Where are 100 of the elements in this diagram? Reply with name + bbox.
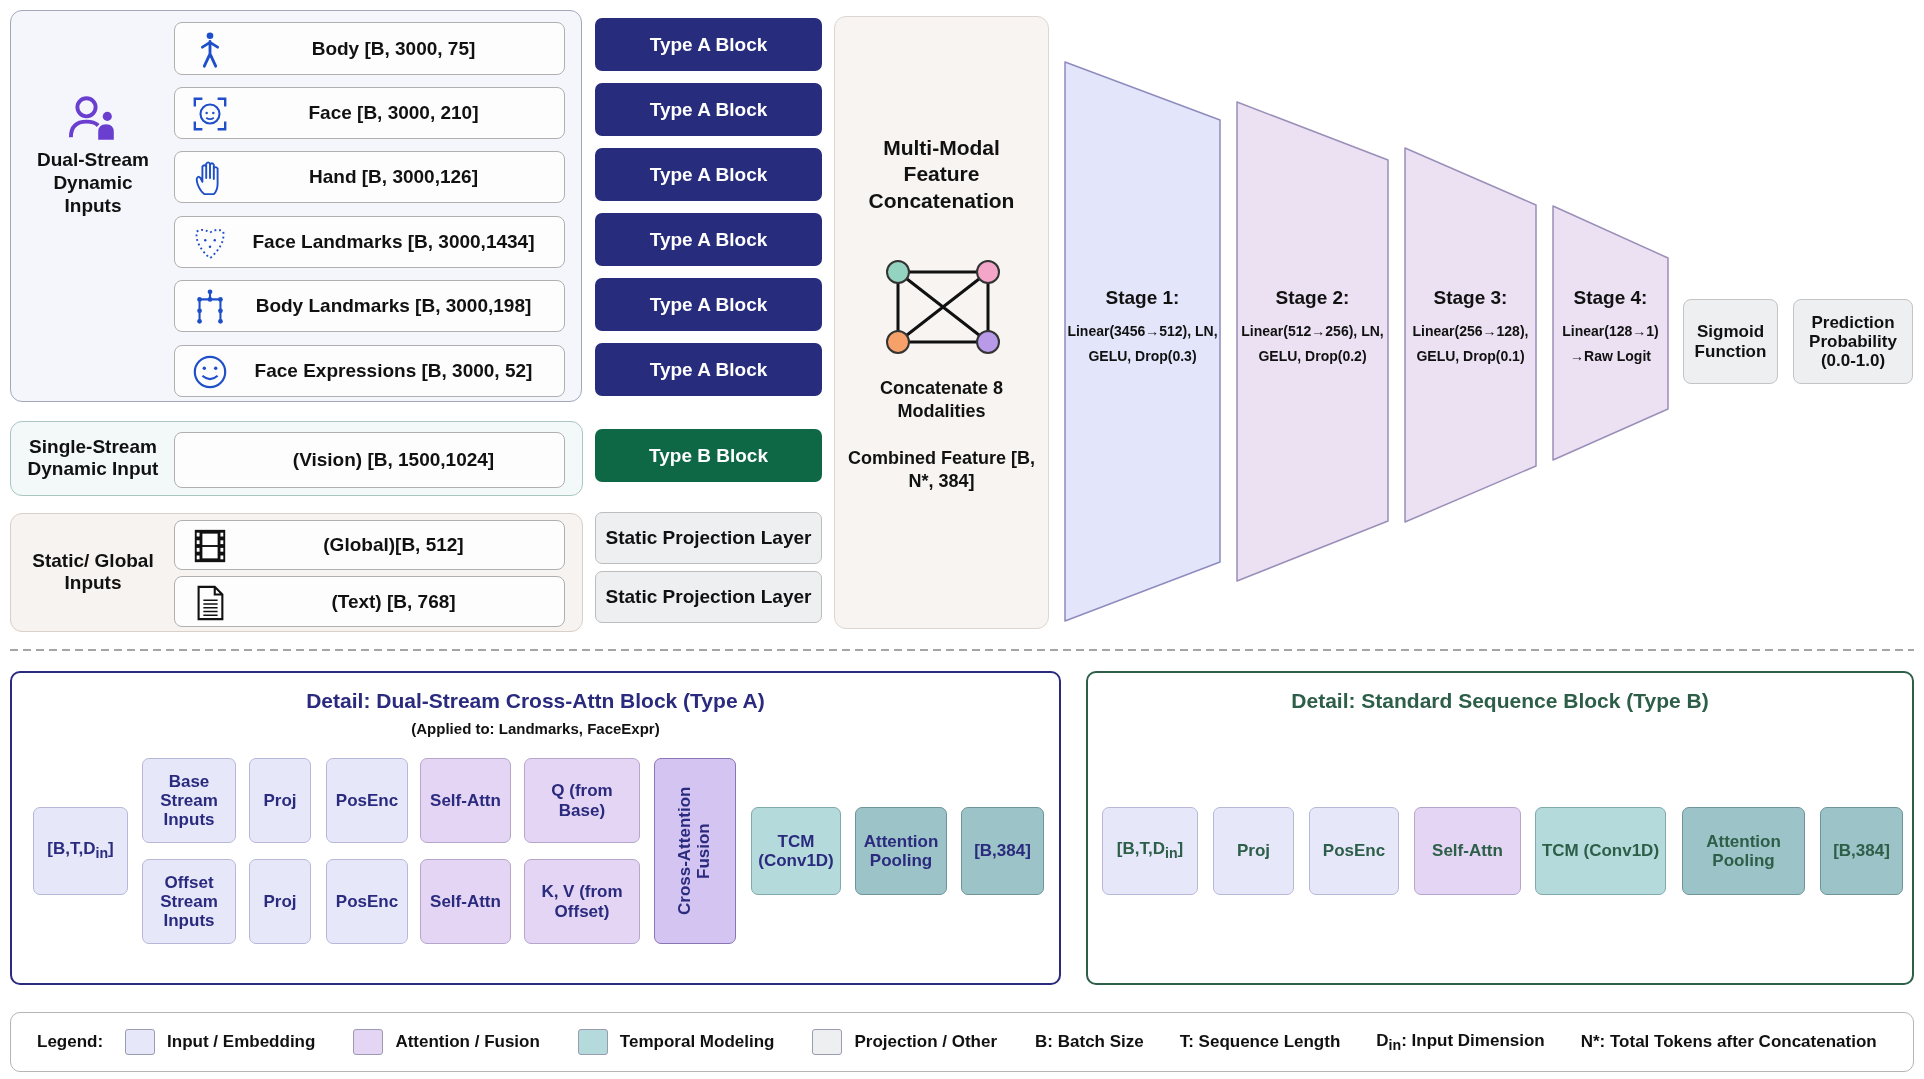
node-label: Type A Block <box>649 293 768 316</box>
input-box <box>174 432 565 488</box>
node-label: Type A Block <box>649 358 768 381</box>
node-label: Proj <box>263 892 297 911</box>
node-label: PosEnc <box>335 791 399 810</box>
block-box <box>595 18 822 71</box>
node-label: Multi-Modal Feature Concatenation <box>867 135 1016 214</box>
process-box <box>855 807 947 895</box>
node-label: Base Stream Inputs <box>159 771 219 830</box>
node-label: Linear(512→256), LN, GELU, Drop(0.2) <box>1240 322 1385 366</box>
node-label: Stage 3: <box>1432 287 1509 309</box>
legend-label: Projection / Other <box>854 1032 998 1052</box>
process-box <box>420 859 511 944</box>
block-box <box>595 343 822 396</box>
group-panel <box>10 421 583 496</box>
node-label: Type A Block <box>649 98 768 121</box>
process-box <box>249 758 311 843</box>
node-label: Face [B, 3000, 210] <box>308 102 479 124</box>
detail-panel <box>10 671 1061 985</box>
stage-block <box>1552 205 1669 461</box>
node-label: Body Landmarks [B, 3000,198] <box>255 295 532 317</box>
node-label: Static Projection Layer <box>605 527 812 549</box>
input-box <box>174 22 565 75</box>
node-label: Hand [B, 3000,126] <box>309 166 478 188</box>
group-panel <box>10 513 583 632</box>
process-box <box>1820 807 1903 895</box>
node-label: Type B Block <box>649 444 768 467</box>
node-label: Cross-Attention Fusion <box>676 785 714 918</box>
node-label: Concatenate 8 Modalities <box>878 377 1004 422</box>
node-label: Face Expressions [B, 3000, 52] <box>254 360 533 382</box>
node-label: Stage 4: <box>1572 287 1649 309</box>
group-panel <box>10 10 582 402</box>
process-box <box>751 807 841 895</box>
detail-panel <box>1086 671 1914 985</box>
node-label: Linear(256→128), GELU, Drop(0.1) <box>1411 322 1530 366</box>
input-box <box>174 87 565 139</box>
node-label: Type A Block <box>649 33 768 56</box>
node-label: Self-Attn <box>1432 841 1503 861</box>
node-label: Q (from Base) <box>550 781 614 820</box>
process-box <box>524 859 640 944</box>
note-text: T: Sequence Length <box>1179 1032 1341 1052</box>
node-label: Face Landmarks [B, 3000,1434] <box>252 231 535 253</box>
node-label: [B,T,D$_{in}$] <box>1116 839 1184 863</box>
concat-panel <box>834 16 1049 629</box>
process-box <box>1682 807 1805 895</box>
node-label: Self-Attn <box>430 791 501 810</box>
input-box <box>174 345 565 397</box>
note-text: N*: Total Tokens after Concatenation <box>1580 1032 1877 1052</box>
process-box <box>961 807 1044 895</box>
process-box <box>326 758 408 843</box>
process-box <box>1213 807 1294 895</box>
process-box <box>1535 807 1666 895</box>
note-text: B: Batch Size <box>1035 1032 1144 1052</box>
node-label: Linear(128→1) →Raw Logit <box>1561 322 1660 366</box>
block-box <box>595 429 822 482</box>
stage-block <box>1404 147 1537 523</box>
node-label: Offset Stream Inputs <box>159 872 219 931</box>
node-label: Proj <box>1236 841 1271 861</box>
node-label: Static Projection Layer <box>605 586 812 608</box>
input-box <box>174 216 565 268</box>
node-label: (Applied to: Landmarks, FaceExpr) <box>410 720 661 737</box>
input-box <box>174 576 565 627</box>
node-label: (Global)[B, 512] <box>323 534 464 556</box>
process-box <box>1683 299 1778 384</box>
node-label: K, V (from Offset) <box>540 882 624 921</box>
process-box <box>326 859 408 944</box>
layer-box <box>595 571 822 623</box>
node-label: (Text) [B, 768] <box>331 590 456 613</box>
node-label: Attention Pooling <box>1705 831 1782 871</box>
process-box <box>1102 807 1198 895</box>
node-label: Type A Block <box>649 163 768 186</box>
node-label: Single-Stream Dynamic Input <box>26 435 160 482</box>
node-label: Proj <box>263 791 297 810</box>
process-box <box>33 807 128 895</box>
process-box <box>142 859 236 944</box>
node-label: Dual-Stream Dynamic Inputs <box>36 149 150 218</box>
stage-block <box>1236 101 1389 582</box>
input-box <box>174 280 565 332</box>
input-box <box>174 520 565 570</box>
node-label: Sigmoid Function <box>1693 322 1768 361</box>
node-label: PosEnc <box>1322 841 1386 861</box>
input-box <box>174 151 565 203</box>
node-label: Stage 2: <box>1274 287 1351 309</box>
legend-label: Temporal Modeling <box>619 1032 775 1052</box>
node-label: Combined Feature [B, N*, 384] <box>847 447 1036 492</box>
node-label: Type A Block <box>649 228 768 251</box>
node-label: Detail: Standard Sequence Block (Type B) <box>1290 689 1710 713</box>
layer-box <box>595 512 822 564</box>
legend-title: Legend: <box>37 1032 104 1052</box>
process-box <box>654 758 736 944</box>
stage-block <box>1064 61 1221 622</box>
node-label: (Vision) [B, 1500,1024] <box>292 449 495 471</box>
node-label: [B,T,D$_{in}$] <box>47 839 114 863</box>
note-text: D$_{in}$: Input Dimension <box>1376 1030 1545 1054</box>
node-label: Body [B, 3000, 75] <box>311 37 476 60</box>
legend-label: Input / Embedding <box>167 1032 316 1052</box>
node-label: Prediction Probability (0.0-1.0) <box>1808 312 1898 371</box>
process-box <box>142 758 236 843</box>
node-label: [B,384] <box>1833 841 1890 861</box>
node-label: Stage 1: <box>1104 287 1181 309</box>
